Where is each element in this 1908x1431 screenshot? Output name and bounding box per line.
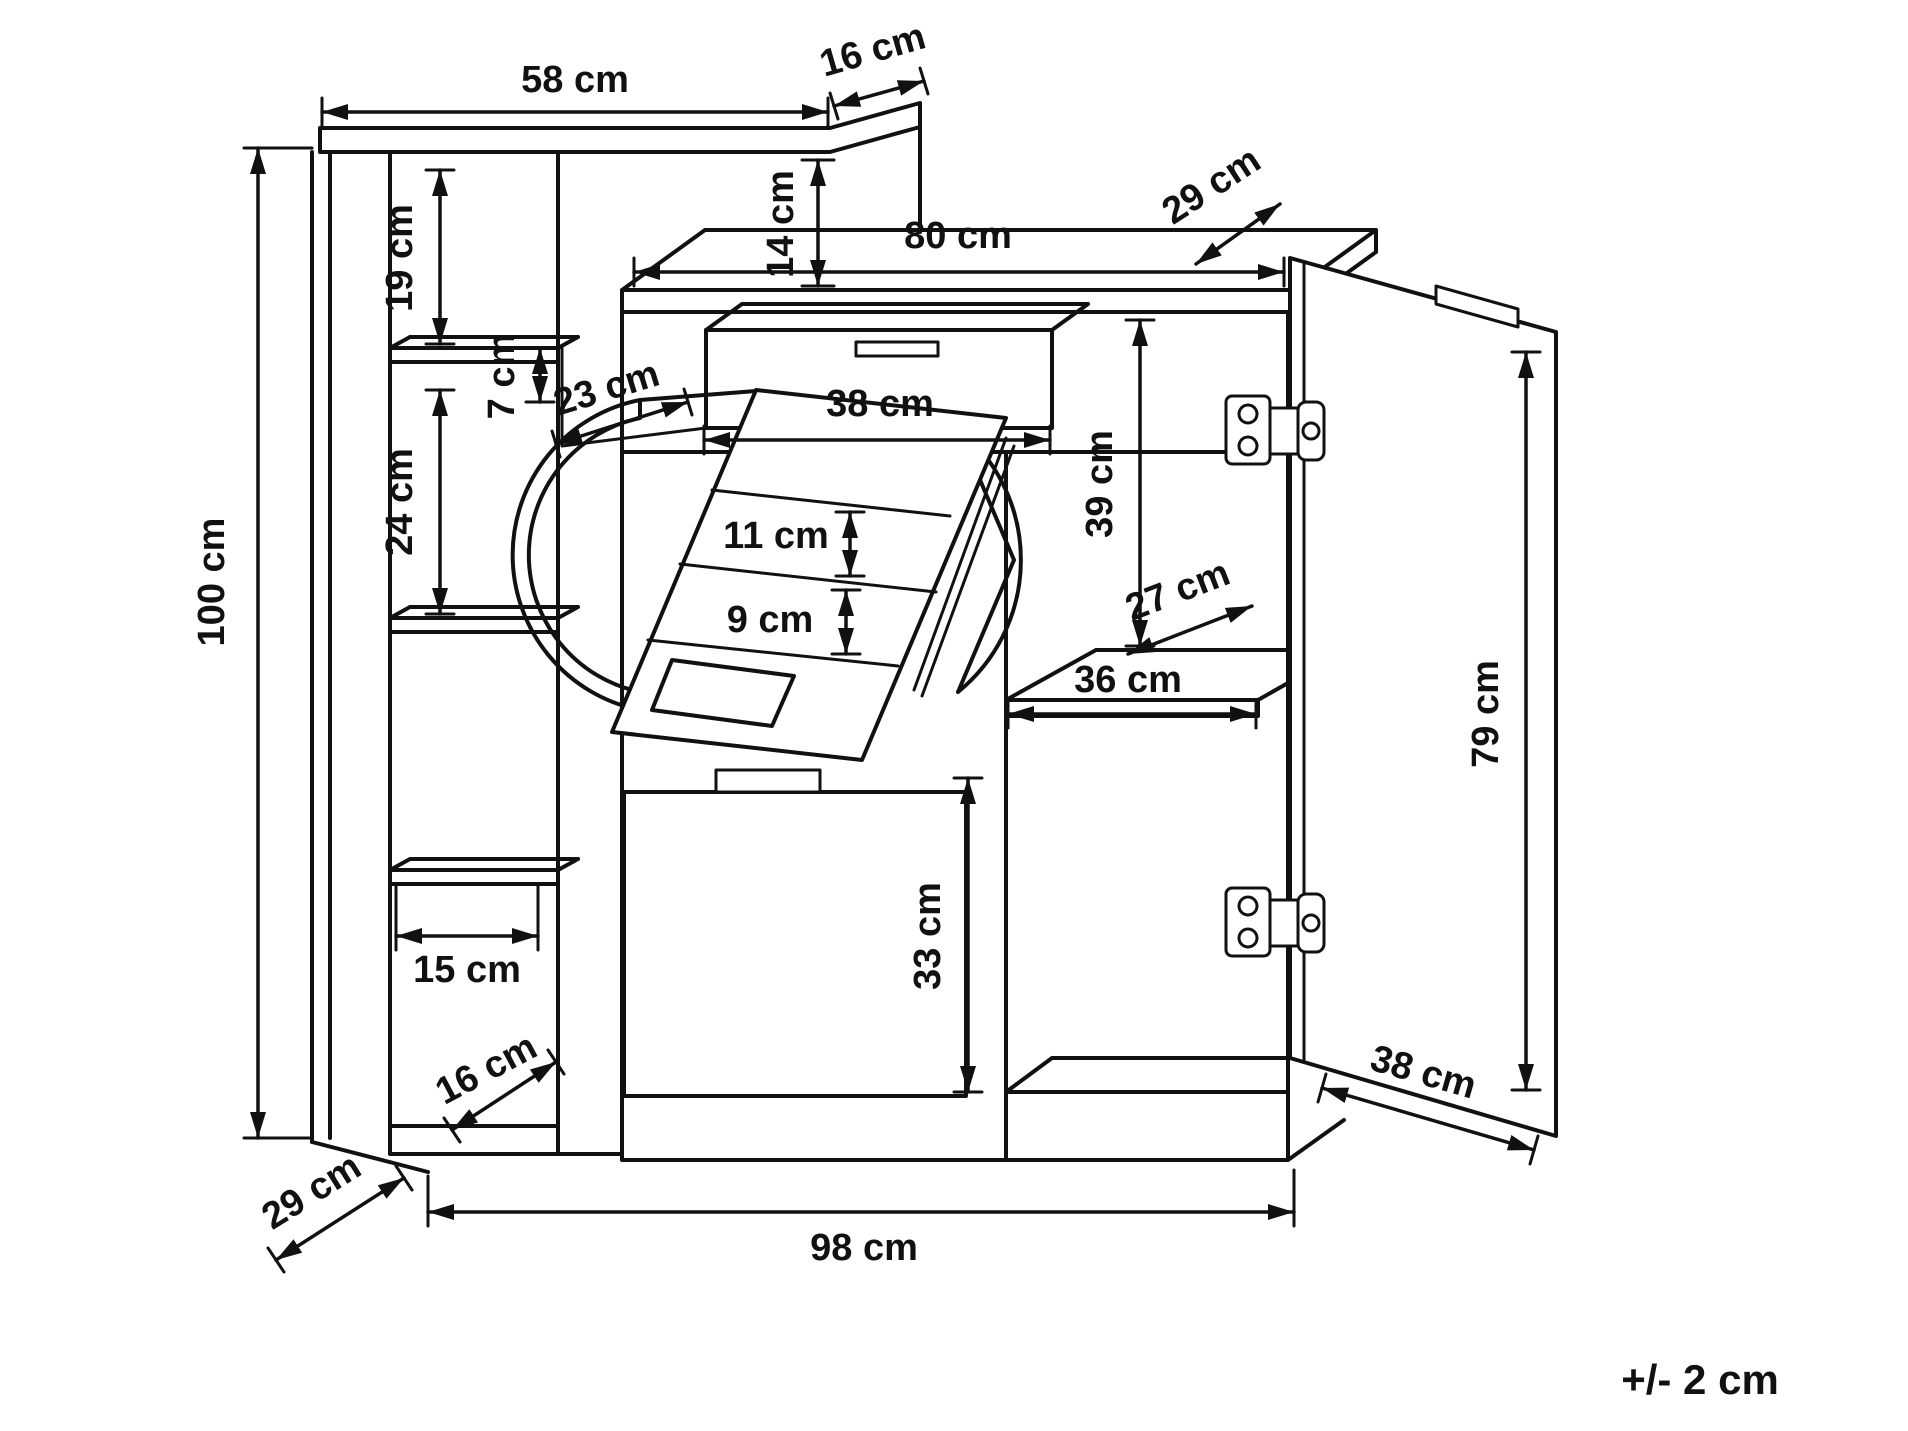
dim-label-29-top: 29 cm [1155, 139, 1268, 233]
dim-arrow-16-bottom [450, 1060, 558, 1132]
dim-label-16-bottom: 16 cm [429, 1026, 544, 1114]
dim-ticks-11 [834, 510, 866, 578]
dim-side-unit-depth: 29 cm [255, 1145, 414, 1274]
dim-ticks-100 [242, 146, 314, 1140]
left-shelf-unit [310, 150, 624, 1174]
hinge-top-screw-2 [1237, 435, 1259, 457]
dim-arrow-29-bottom [274, 1176, 406, 1262]
dim-label-7: 7 cm [481, 333, 523, 420]
dim-ticks-98 [426, 1168, 1296, 1228]
dim-drawer-gap-height: 7 cm [481, 333, 556, 420]
dim-ticks-29-bottom [266, 1164, 414, 1274]
hinge-bottom-arm [1268, 898, 1300, 948]
dim-label-36: 36 cm [1074, 659, 1182, 701]
left-unit-shelf-2 [388, 605, 580, 634]
dim-side-top-compartment-height: 19 cm [379, 168, 456, 346]
left-unit-frame [310, 150, 624, 1174]
dim-label-24: 24 cm [379, 448, 421, 556]
dim-ticks-9 [830, 588, 862, 656]
dim-bottom-door-height: 33 cm [907, 776, 984, 1094]
dim-ticks-33 [952, 776, 984, 1094]
dim-ticks-16-bottom [442, 1048, 566, 1144]
dim-ticks-7 [524, 346, 556, 404]
flap-strut [912, 436, 1016, 698]
dim-label-15: 15 cm [413, 949, 521, 991]
dim-label-19: 19 cm [379, 204, 421, 312]
dim-arrow-29-top [1194, 202, 1282, 266]
dim-total-width: 98 cm [426, 1168, 1296, 1269]
dim-arrow-27 [1126, 604, 1254, 656]
door-panel [1288, 256, 1558, 1138]
dim-rack-upper-gap: 11 cm [723, 510, 866, 578]
dim-label-39: 39 cm [1079, 430, 1121, 538]
dim-label-80: 80 cm [904, 215, 1012, 257]
drawer-top-face [704, 302, 1090, 332]
dim-label-16-top: 16 cm [815, 15, 930, 85]
dim-ticks-19 [424, 168, 456, 346]
cabinet-inner-bottom [1004, 1056, 1290, 1094]
flap-rack-lines [646, 488, 952, 668]
dim-top-shelf-width: 58 cm [320, 59, 830, 130]
dim-label-14: 14 cm [760, 170, 802, 278]
dim-ticks-58 [320, 96, 830, 130]
dim-top-riser-height: 14 cm [760, 158, 836, 288]
cabinet-drawing [310, 101, 1558, 1174]
dim-label-11: 11 cm [723, 515, 829, 557]
hinge-bottom [1224, 886, 1326, 958]
dim-ticks-24 [424, 388, 456, 616]
dim-ticks-36 [1006, 698, 1258, 730]
drawer-handle [854, 340, 940, 358]
dim-upper-compartment-height: 39 cm [1079, 318, 1156, 648]
dim-top-depth: 29 cm [1155, 139, 1282, 266]
dim-drawer-front-width: 38 cm [702, 383, 1052, 456]
hinge-bottom-screw-2 [1237, 927, 1259, 949]
dim-label-79: 79 cm [1465, 660, 1507, 768]
dim-ticks-16-top [828, 66, 930, 121]
hinge-top-screw-1 [1237, 403, 1259, 425]
hinge-bottom-screw-1 [1237, 895, 1259, 917]
dim-side-shelf-width: 15 cm [394, 884, 540, 991]
hinge-bottom-cup-screw [1301, 913, 1321, 933]
bottom-flap-face [622, 790, 968, 1098]
hinge-top [1224, 394, 1326, 466]
dim-ticks-80 [632, 256, 1286, 288]
dim-ticks-38-drawer [702, 424, 1052, 456]
dim-rack-lower-gap: 9 cm [727, 588, 862, 656]
dim-ticks-38-door [1316, 1072, 1540, 1166]
dim-ticks-23 [550, 387, 694, 459]
dim-label-100: 100 cm [191, 518, 233, 647]
door-handle [1434, 284, 1520, 329]
shoe-rack-flap [510, 388, 1023, 762]
left-unit-shelf-3 [388, 857, 580, 886]
hinge-top-arm [1268, 406, 1300, 456]
open-door [1288, 256, 1558, 1138]
top-shelf-board [318, 101, 922, 234]
bottom-flap-door [622, 768, 968, 1098]
flap-bracket [650, 658, 796, 728]
dim-label-58: 58 cm [521, 59, 629, 101]
hinge-top-cup-screw [1301, 421, 1321, 441]
dim-label-33: 33 cm [907, 882, 949, 990]
dim-arrow-16-top [832, 79, 926, 108]
dim-arrow-23 [554, 400, 690, 446]
dim-label-98: 98 cm [810, 1227, 918, 1269]
dim-label-38-drawer: 38 cm [826, 383, 934, 425]
tolerance-note: +/- 2 cm [1621, 1356, 1779, 1403]
dim-label-29-bottom: 29 cm [255, 1145, 369, 1238]
bottom-flap-handle [714, 768, 822, 794]
top-board-outline [318, 101, 922, 234]
dim-ticks-15 [394, 884, 540, 952]
dim-total-height: 100 cm [191, 146, 314, 1140]
dim-door-height: 79 cm [1465, 350, 1542, 1092]
dim-side-middle-compartment-height: 24 cm [379, 388, 456, 616]
left-unit-shelf-1 [388, 335, 580, 364]
dim-ticks-14 [800, 158, 836, 288]
dim-inner-shelf-width: 36 cm [1006, 659, 1258, 730]
dim-label-9: 9 cm [727, 599, 814, 641]
dim-arrow-38-door [1320, 1086, 1536, 1152]
dim-top-width: 80 cm [632, 215, 1286, 288]
